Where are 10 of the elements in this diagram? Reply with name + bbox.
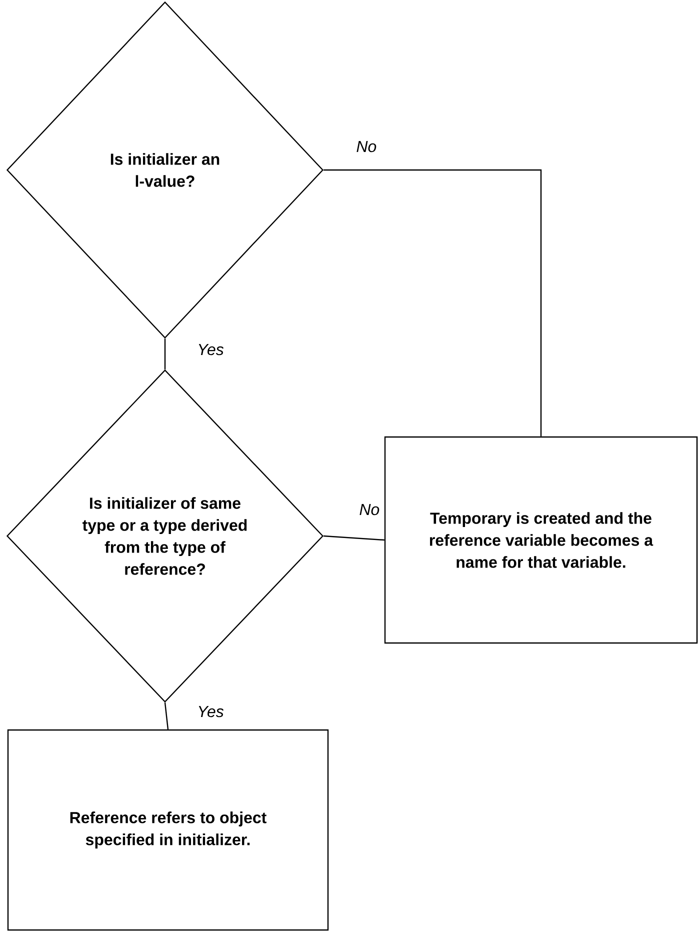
connector-line xyxy=(324,169,542,436)
connector-line xyxy=(164,338,166,370)
edge-label: Yes xyxy=(196,705,225,718)
edge-label: No xyxy=(355,140,378,154)
connector-line xyxy=(324,535,384,541)
process-box: Reference refers to object specified in initializer. xyxy=(7,729,329,931)
edge-label: No xyxy=(358,503,381,516)
process-box: Temporary is created and the reference variable becomes a name for that variable. xyxy=(384,436,698,644)
connector-line xyxy=(164,702,169,730)
edge-label: Yes xyxy=(196,343,225,356)
